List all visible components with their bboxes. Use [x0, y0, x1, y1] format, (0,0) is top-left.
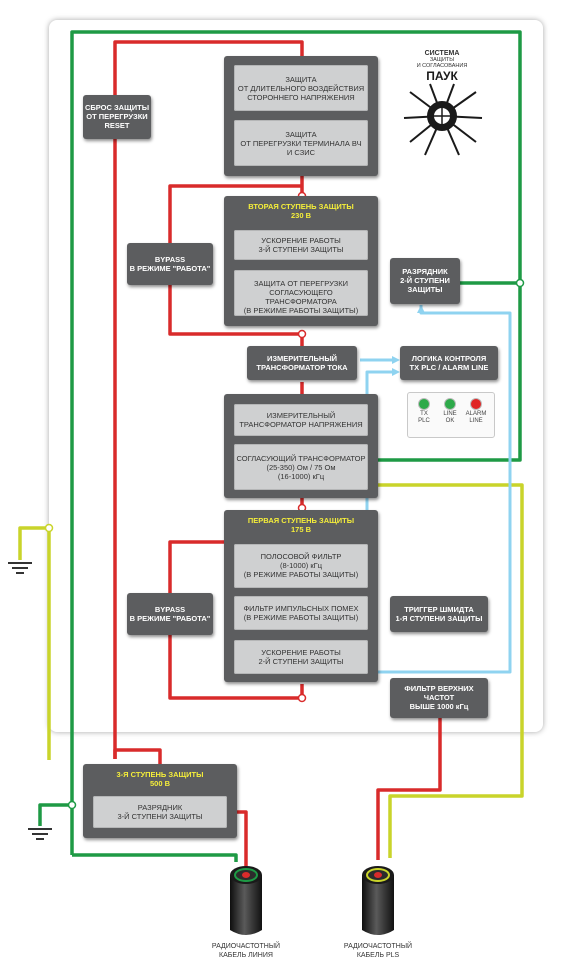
stage2-block: ВТОРАЯ СТУПЕНЬ ЗАЩИТЫ 230 В УСКОРЕНИЕ РА… [224, 196, 378, 326]
led-panel: TX PLC LINE OK ALARM LINE [407, 392, 495, 438]
accel3-card: УСКОРЕНИЕ РАБОТЫ 3-Й СТУПЕНИ ЗАЩИТЫ [234, 230, 368, 260]
bypass-2-label: BYPASS В РЕЖИМЕ "РАБОТА" [129, 605, 211, 623]
stage3-title: 3-Я СТУПЕНЬ ЗАЩИТЫ 500 В [116, 770, 204, 788]
blue-arrows [392, 305, 425, 376]
led-label-1: TX PLC [418, 411, 430, 424]
arrester3-label: РАЗРЯДНИК 3-Й СТУПЕНИ ЗАЩИТЫ [117, 803, 203, 821]
impulse-card: ФИЛЬТР ИМПУЛЬСНЫХ ПОМЕХ (В РЕЖИМЕ РАБОТЫ… [234, 596, 368, 630]
logo-subtitle-2: И СОГЛАСОВАНИЯ [416, 63, 468, 69]
led-indicator-3 [470, 398, 482, 410]
ground-symbol-upper [8, 562, 32, 574]
stage1-block: ПЕРВАЯ СТУПЕНЬ ЗАЩИТЫ 175 В ПОЛОСОВОЙ ФИ… [224, 510, 378, 682]
logo-subtitle-1: ЗАЩИТЫ [429, 57, 455, 63]
stage2-title: ВТОРАЯ СТУПЕНЬ ЗАЩИТЫ 230 В [248, 202, 354, 220]
protection-block: ЗАЩИТА ОТ ДЛИТЕЛЬНОГО ВОЗДЕЙСТВИЯ СТОРОН… [224, 56, 378, 176]
current-trans-label: ИЗМЕРИТЕЛЬНЫЙ ТРАНСФОРМАТОР ТОКА [256, 354, 348, 372]
reset-button[interactable]: СБРОС ЗАЩИТЫ ОТ ПЕРЕГРУЗКИ RESET [83, 95, 151, 139]
protect-overload-card: ЗАЩИТА ОТ ПЕРЕГРУЗКИ ТЕРМИНАЛА ВЧ И СЗИС [234, 120, 368, 166]
protect-voltage-label: ЗАЩИТА ОТ ДЛИТЕЛЬНОГО ВОЗДЕЙСТВИЯ СТОРОН… [237, 75, 365, 102]
bypass-button-1[interactable]: BYPASS В РЕЖИМЕ "РАБОТА" [127, 243, 213, 285]
matching-trans-label: СОГЛАСУЮЩИЙ ТРАНСФОРМАТОР (25-350) Ом / … [236, 454, 366, 481]
schmitt-label: ТРИГГЕР ШМИДТА 1-Я СТУПЕНИ ЗАЩИТЫ [395, 605, 483, 623]
transformer-block: ИЗМЕРИТЕЛЬНЫЙ ТРАНСФОРМАТОР НАПРЯЖЕНИЯ С… [224, 394, 378, 498]
arrester2-label: РАЗРЯДНИК 2-Й СТУПЕНИ ЗАЩИТЫ [400, 267, 450, 294]
hpf-label: ФИЛЬТР ВЕРХНИХ ЧАСТОТ ВЫШЕ 1000 кГц [404, 684, 474, 711]
stage3-block: 3-Я СТУПЕНЬ ЗАЩИТЫ 500 В РАЗРЯДНИК 3-Й С… [83, 764, 237, 838]
current-trans-box: ИЗМЕРИТЕЛЬНЫЙ ТРАНСФОРМАТОР ТОКА [247, 346, 357, 380]
reset-label: СБРОС ЗАЩИТЫ ОТ ПЕРЕГРУЗКИ RESET [84, 103, 150, 130]
yellow-wire [18, 483, 524, 858]
hpf-box: ФИЛЬТР ВЕРХНИХ ЧАСТОТ ВЫШЕ 1000 кГц [390, 678, 488, 718]
bypass-button-2[interactable]: BYPASS В РЕЖИМЕ "РАБОТА" [127, 593, 213, 635]
spider-logo-icon [403, 83, 483, 156]
stage1-title: ПЕРВАЯ СТУПЕНЬ ЗАЩИТЫ 175 В [247, 516, 355, 534]
arrester3-card: РАЗРЯДНИК 3-Й СТУПЕНИ ЗАЩИТЫ [93, 796, 227, 828]
led-label-2: LINE OK [443, 411, 457, 424]
led-indicator-2 [444, 398, 456, 410]
cable-left-caption: РАДИОЧАСТОТНЫЙ КАБЕЛЬ ЛИНИЯ [211, 943, 281, 959]
cable-right [362, 866, 394, 935]
logo-title: СИСТЕМА [424, 50, 460, 57]
schmitt-trigger-box: ТРИГГЕР ШМИДТА 1-Я СТУПЕНИ ЗАЩИТЫ [390, 596, 488, 632]
impulse-label: ФИЛЬТР ИМПУЛЬСНЫХ ПОМЕХ (В РЕЖИМЕ РАБОТЫ… [243, 604, 359, 622]
accel2-card: УСКОРЕНИЕ РАБОТЫ 2-Й СТУПЕНИ ЗАЩИТЫ [234, 640, 368, 674]
matching-trans-card: СОГЛАСУЮЩИЙ ТРАНСФОРМАТОР (25-350) Ом / … [234, 444, 368, 490]
accel3-label: УСКОРЕНИЕ РАБОТЫ 3-Й СТУПЕНИ ЗАЩИТЫ [258, 236, 344, 254]
overload-trans-card: ЗАЩИТА ОТ ПЕРЕГРУЗКИ СОГЛАСУЮЩЕГО ТРАНСФ… [234, 270, 368, 316]
logic-control-label: ЛОГИКА КОНТРОЛЯ TX PLC / ALARM LINE [409, 354, 489, 372]
protect-voltage-card: ЗАЩИТА ОТ ДЛИТЕЛЬНОГО ВОЗДЕЙСТВИЯ СТОРОН… [234, 65, 368, 111]
logo-name: ПАУК [426, 69, 458, 83]
led-indicator-1 [418, 398, 430, 410]
bandpass-label: ПОЛОСОВОЙ ФИЛЬТР (8-1000) кГц (В РЕЖИМЕ … [243, 552, 359, 579]
bandpass-card: ПОЛОСОВОЙ ФИЛЬТР (8-1000) кГц (В РЕЖИМЕ … [234, 544, 368, 588]
green-wire [38, 30, 522, 862]
ground-symbol-lower [28, 828, 52, 840]
voltage-trans-card: ИЗМЕРИТЕЛЬНЫЙ ТРАНСФОРМАТОР НАПРЯЖЕНИЯ [234, 404, 368, 436]
accel2-label: УСКОРЕНИЕ РАБОТЫ 2-Й СТУПЕНИ ЗАЩИТЫ [258, 648, 344, 666]
arrester2-box: РАЗРЯДНИК 2-Й СТУПЕНИ ЗАЩИТЫ [390, 258, 460, 304]
voltage-trans-label: ИЗМЕРИТЕЛЬНЫЙ ТРАНСФОРМАТОР НАПРЯЖЕНИЯ [239, 411, 363, 429]
overload-trans-label: ЗАЩИТА ОТ ПЕРЕГРУЗКИ СОГЛАСУЮЩЕГО ТРАНСФ… [243, 279, 359, 315]
bypass-1-label: BYPASS В РЕЖИМЕ "РАБОТА" [129, 255, 211, 273]
led-label-3: ALARM LINE [465, 411, 487, 424]
cable-left [230, 866, 262, 935]
protect-overload-label: ЗАЩИТА ОТ ПЕРЕГРУЗКИ ТЕРМИНАЛА ВЧ И СЗИС [240, 130, 362, 157]
logic-control-box: ЛОГИКА КОНТРОЛЯ TX PLC / ALARM LINE [400, 346, 498, 380]
cable-right-caption: РАДИОЧАСТОТНЫЙ КАБЕЛЬ PLS [343, 943, 413, 959]
